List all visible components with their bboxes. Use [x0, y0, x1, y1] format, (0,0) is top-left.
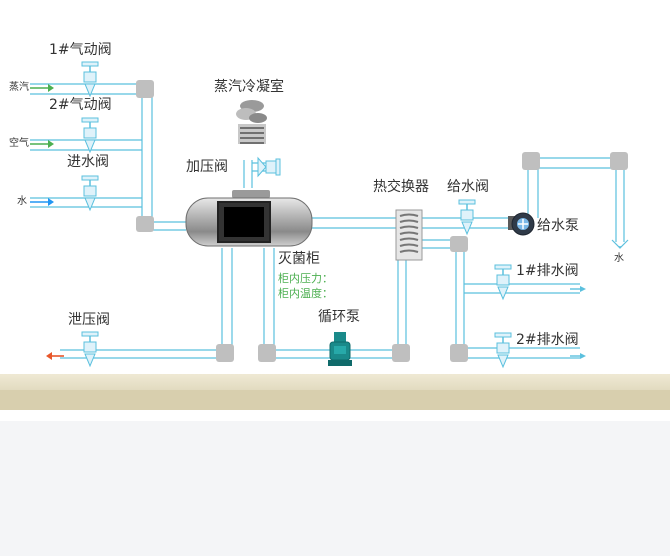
condenser-icon	[236, 100, 267, 144]
inlet-valve-icon[interactable]	[81, 175, 99, 212]
feed-pump-label: 给水泵	[537, 218, 579, 234]
pressurize-valve-icon[interactable]	[257, 156, 281, 178]
temperature-readout: 柜内温度：	[278, 287, 333, 300]
inlet-valve-label: 进水阀	[67, 154, 109, 170]
pressure-readout: 柜内压力：	[278, 272, 333, 285]
feed-valve-label: 给水阀	[447, 179, 489, 195]
water-input-label: 水	[17, 196, 27, 207]
relief-valve-icon[interactable]	[81, 331, 99, 368]
circulation-pump-label: 循环泵	[318, 309, 360, 325]
sterilizer-label: 灭菌柜	[278, 251, 320, 267]
water-source-icon	[611, 239, 629, 249]
steam-arrow-icon	[30, 84, 54, 148]
steam-input-label: 蒸汽	[9, 82, 29, 93]
feed-valve-icon[interactable]	[458, 199, 476, 236]
relief-valve-label: 泄压阀	[68, 312, 110, 328]
valve-1-label: 1#气动阀	[49, 42, 112, 58]
drain-valve-1-label: 1#排水阀	[516, 263, 579, 279]
relief-arrow-icon	[46, 352, 64, 360]
water-arrow-icon	[30, 198, 54, 206]
pressurize-valve-label: 加压阀	[186, 159, 228, 175]
water-source-label: 水	[614, 253, 624, 264]
heat-exchanger-icon	[395, 209, 423, 261]
lower-panel	[0, 421, 670, 556]
air-input-label: 空气	[9, 138, 29, 149]
heat-exchanger-label: 热交换器	[373, 179, 429, 195]
drain-valve-2-label: 2#排水阀	[516, 332, 579, 348]
valve-2-icon[interactable]	[81, 117, 99, 154]
drain-valve-2-icon[interactable]	[494, 332, 512, 369]
valve-1-icon[interactable]	[81, 61, 99, 98]
circulation-pump-icon	[328, 332, 352, 366]
floor-top	[0, 374, 670, 390]
valve-2-label: 2#气动阀	[49, 97, 112, 113]
sterilizer-tank	[185, 190, 313, 247]
floor-base	[0, 390, 670, 410]
feed-pump-icon	[508, 212, 535, 236]
drain-arrow-icon	[570, 286, 586, 359]
condenser-label: 蒸汽冷凝室	[214, 79, 284, 95]
drain-valve-1-icon[interactable]	[494, 264, 512, 301]
pipe-elbows	[136, 80, 628, 362]
valves	[81, 61, 512, 369]
